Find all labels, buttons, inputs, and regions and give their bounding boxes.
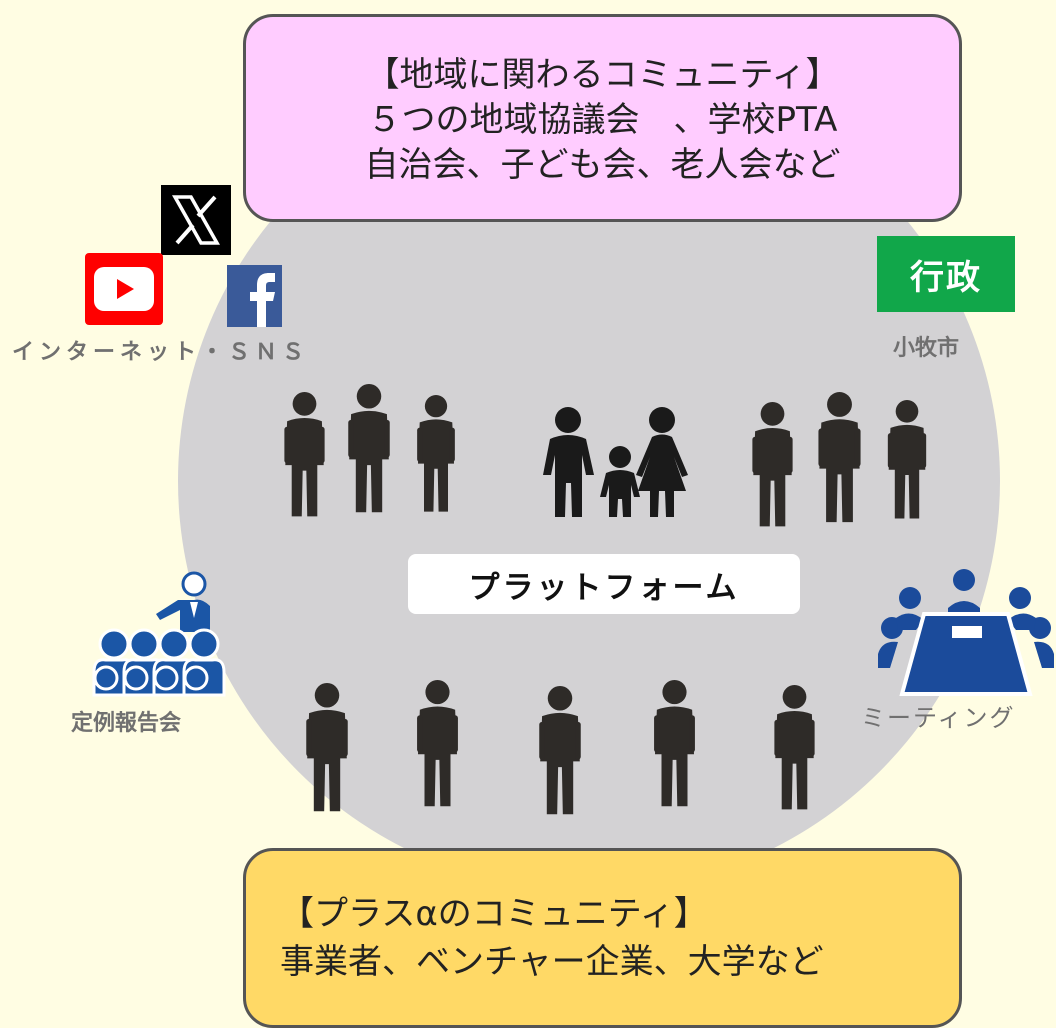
meeting-icon bbox=[876, 568, 1056, 698]
person-icon bbox=[413, 395, 459, 515]
presentation-icon bbox=[84, 570, 234, 700]
person-icon bbox=[344, 384, 394, 516]
family-icon bbox=[536, 405, 696, 523]
meeting-caption: ミーティング bbox=[861, 704, 1016, 732]
regional-community-line-2: 自治会、子ども会、老人会など bbox=[364, 144, 841, 185]
regional-community-line-1: ５つの地域協議会 、学校PTA bbox=[367, 99, 838, 140]
person-icon bbox=[280, 392, 329, 520]
person-icon bbox=[770, 685, 819, 813]
plus-alpha-community-box: 【プラスαのコミュニティ】 事業者、ベンチャー企業、大学など bbox=[243, 848, 962, 1028]
person-icon bbox=[884, 400, 930, 522]
person-icon bbox=[814, 392, 865, 526]
sns-caption: インターネット・ＳＮＳ bbox=[12, 340, 310, 365]
government-badge: 行政 bbox=[877, 236, 1015, 312]
person-icon bbox=[748, 402, 797, 530]
facebook-icon bbox=[227, 265, 282, 327]
x-icon bbox=[161, 185, 231, 255]
youtube-icon bbox=[85, 253, 163, 325]
regional-community-title: 【地域に関わるコミュニティ】 bbox=[365, 54, 840, 95]
plus-alpha-community-title: 【プラスαのコミュニティ】 bbox=[280, 894, 708, 934]
platform-label: プラットフォーム bbox=[408, 554, 800, 614]
report-caption: 定例報告会 bbox=[71, 711, 182, 736]
person-icon bbox=[535, 686, 585, 818]
person-icon bbox=[302, 683, 352, 815]
regional-community-box: 【地域に関わるコミュニティ】 ５つの地域協議会 、学校PTA 自治会、子ども会、… bbox=[243, 14, 962, 222]
person-icon bbox=[650, 680, 699, 810]
plus-alpha-community-line-1: 事業者、ベンチャー企業、大学など bbox=[280, 942, 824, 982]
government-caption: 小牧市 bbox=[893, 336, 960, 361]
person-icon bbox=[413, 680, 462, 810]
